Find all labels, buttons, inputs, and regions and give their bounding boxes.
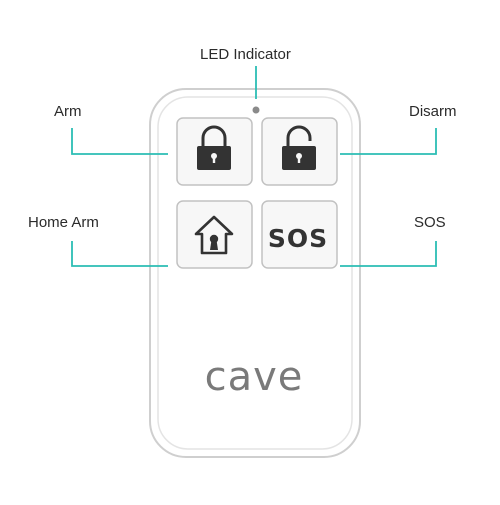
arm-button — [176, 117, 253, 186]
label-disarm: Disarm — [409, 103, 457, 120]
locked-padlock-icon — [197, 125, 231, 170]
leader-line-home-arm — [71, 241, 168, 267]
house-icon — [194, 215, 234, 255]
leader-line-disarm — [340, 128, 437, 155]
label-led-indicator: LED Indicator — [200, 46, 291, 63]
sos-button: SOS — [261, 200, 338, 269]
label-arm: Arm — [54, 103, 82, 120]
leader-line-arm — [71, 128, 168, 155]
disarm-button — [261, 117, 338, 186]
remote-inner-shell — [157, 96, 353, 450]
unlocked-padlock-icon — [282, 125, 316, 170]
home-arm-button — [176, 200, 253, 269]
leader-line-sos — [340, 241, 437, 267]
label-sos: SOS — [414, 214, 446, 231]
sos-button-text: SOS — [268, 224, 328, 253]
led-indicator-dot — [252, 106, 260, 114]
label-home-arm: Home Arm — [28, 214, 99, 231]
brand-logo-text: cave — [205, 354, 304, 400]
leader-lines — [71, 66, 437, 267]
